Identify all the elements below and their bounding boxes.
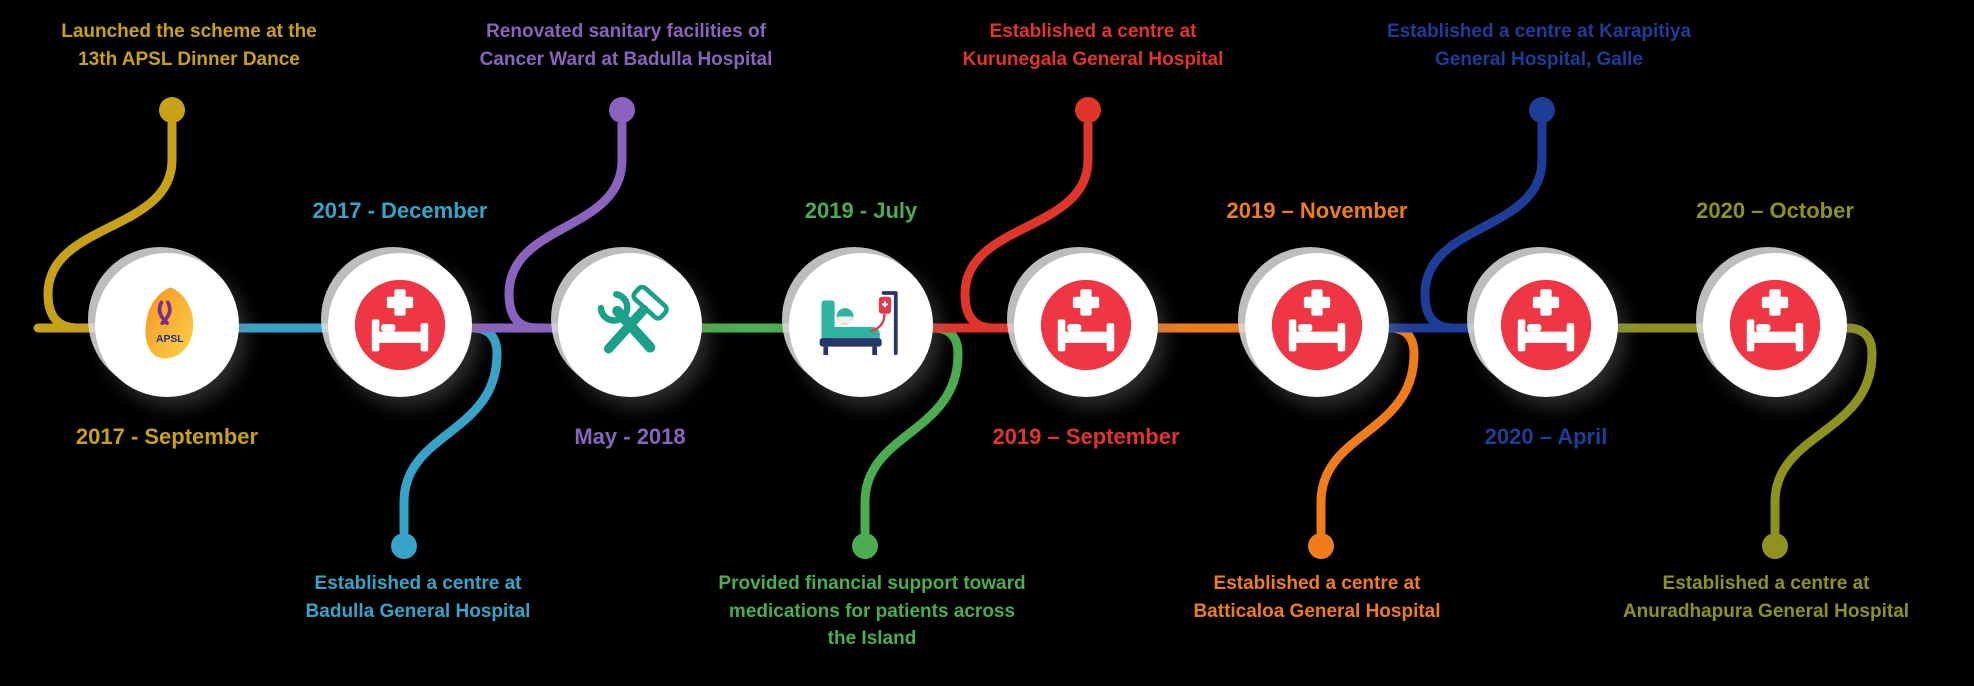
- hospital-bed-icon: [1270, 278, 1364, 372]
- milestone-description: Renovated sanitary facilities of Cancer …: [426, 18, 826, 73]
- timeline-node-circle: [95, 253, 239, 397]
- connector-dot: [1075, 97, 1101, 123]
- description-line: Kurunegala General Hospital: [962, 48, 1224, 70]
- timeline-node-circle: [1703, 253, 1847, 397]
- connector-dot: [1529, 97, 1555, 123]
- milestone-description: Established a centre at Kurunegala Gener…: [893, 18, 1293, 73]
- description-line: Established a centre at: [1213, 573, 1421, 594]
- connector-dot: [1308, 533, 1334, 559]
- connector-3: [465, 97, 635, 333]
- description-line: Anuradhapura General Hospital: [1622, 600, 1910, 622]
- connector-dot: [159, 97, 185, 123]
- description-line: medications for patients across: [728, 600, 1016, 622]
- milestone-description: Established a centre at Karapitiya Gener…: [1339, 18, 1739, 73]
- connector-7: [1382, 97, 1555, 333]
- description-line: Launched the scheme at the: [61, 21, 317, 42]
- connector-dot: [609, 97, 635, 123]
- description-line: Established a centre at Karapitiya: [1386, 21, 1692, 42]
- milestone-description: Established a centre at Badulla General …: [218, 570, 618, 625]
- date-label: 2017 - September: [75, 424, 259, 449]
- timeline-node-circle: [558, 253, 702, 397]
- description-line: Established a centre at: [989, 21, 1197, 42]
- date-label: 2019 – September: [992, 424, 1180, 449]
- description-line: Batticaloa General Hospital: [1193, 600, 1441, 622]
- description-line: Cancer Ward at Badulla Hospital: [479, 48, 773, 70]
- connector-dot: [1762, 533, 1788, 559]
- sri-lanka-map-apsl-icon: [120, 278, 214, 372]
- timeline-node-circle: [1474, 253, 1618, 397]
- connector-dot: [852, 533, 878, 559]
- hospital-bed-icon: [1728, 278, 1822, 372]
- hospital-bed-icon: [1039, 278, 1133, 372]
- date-label: 2020 – October: [1696, 198, 1854, 223]
- tools-icon: [583, 278, 677, 372]
- date-label: 2019 - July: [804, 198, 918, 223]
- connector-8: [1611, 323, 1877, 559]
- description-line: Renovated sanitary facilities of: [486, 21, 766, 42]
- date-label: 2020 – April: [1484, 424, 1608, 449]
- milestone-description: Provided financial support toward medica…: [672, 570, 1072, 653]
- date-label: 2019 – November: [1226, 198, 1408, 223]
- hospital-bed-icon: [1499, 278, 1593, 372]
- description-line: Established a centre at: [1662, 573, 1870, 594]
- description-line: Established a centre at: [314, 573, 522, 594]
- description-line: Provided financial support toward: [718, 573, 1026, 594]
- date-label: 2017 - December: [312, 198, 488, 223]
- timeline-node-circle: [1245, 253, 1389, 397]
- connector-dot: [391, 533, 417, 559]
- milestone-description: Established a centre at Anuradhapura Gen…: [1566, 570, 1966, 625]
- milestone-description: Established a centre at Batticaloa Gener…: [1117, 570, 1517, 625]
- milestone-description: Launched the scheme at the 13th APSL Din…: [0, 18, 389, 73]
- description-line: 13th APSL Dinner Dance: [78, 48, 300, 70]
- description-line: the Island: [827, 628, 917, 650]
- date-label: May - 2018: [574, 424, 686, 449]
- timeline-node-circle: [328, 253, 472, 397]
- connector-5: [926, 97, 1101, 333]
- timeline-node-circle: [1014, 253, 1158, 397]
- hospital-bed-icon: [353, 278, 447, 372]
- timeline-node-circle: [789, 253, 933, 397]
- patient-iv-icon: [814, 278, 908, 372]
- description-line: Badulla General Hospital: [305, 600, 531, 622]
- description-line: General Hospital, Galle: [1434, 48, 1644, 70]
